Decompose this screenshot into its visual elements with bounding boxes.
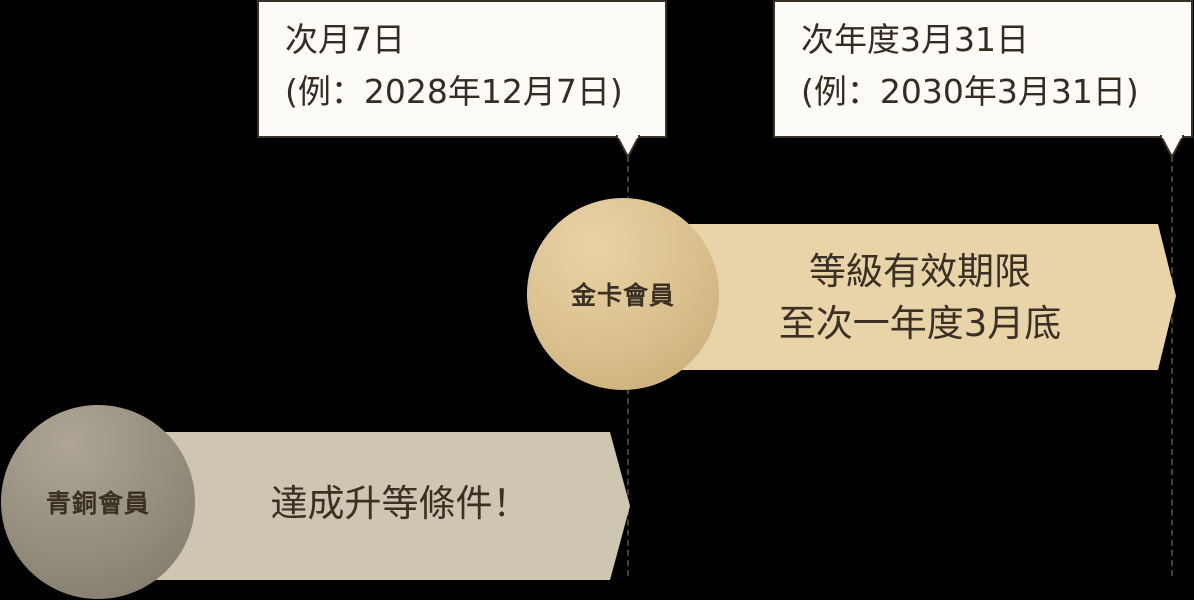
gold-tier-arrow-bar	[640, 224, 1176, 370]
bronze-tier-upgrade-line: 達成升等條件！	[270, 482, 530, 525]
bronze-member-badge: 青銅會員	[1, 405, 195, 599]
gold-tier-validity-line1: 等級有效期限	[809, 250, 1031, 293]
gold-tier-validity-text: 等級有效期限 至次一年度3月底	[720, 246, 1120, 350]
gold-member-label: 金卡會員	[570, 281, 675, 310]
bronze-tier-arrow-bar	[120, 432, 630, 580]
bronze-member-label: 青銅會員	[45, 489, 150, 518]
callout-tail	[1160, 135, 1184, 156]
callout-title: 次年度3月31日	[801, 20, 1029, 59]
callout-tail	[616, 135, 640, 156]
gold-tier-validity-line2: 至次一年度3月底	[778, 302, 1062, 345]
callout-example: (例：2030年3月31日)	[801, 72, 1139, 111]
gold-member-badge: 金卡會員	[527, 198, 719, 390]
callout-next-month: 次月7日 (例：2028年12月7日)	[257, 0, 667, 138]
callout-title: 次月7日	[285, 20, 405, 59]
timeline-marker-fiscal-year-end	[1171, 156, 1173, 576]
bronze-tier-upgrade-text: 達成升等條件！	[190, 478, 610, 530]
callout-fiscal-year-end: 次年度3月31日 (例：2030年3月31日)	[773, 0, 1193, 138]
callout-example: (例：2028年12月7日)	[285, 72, 623, 111]
